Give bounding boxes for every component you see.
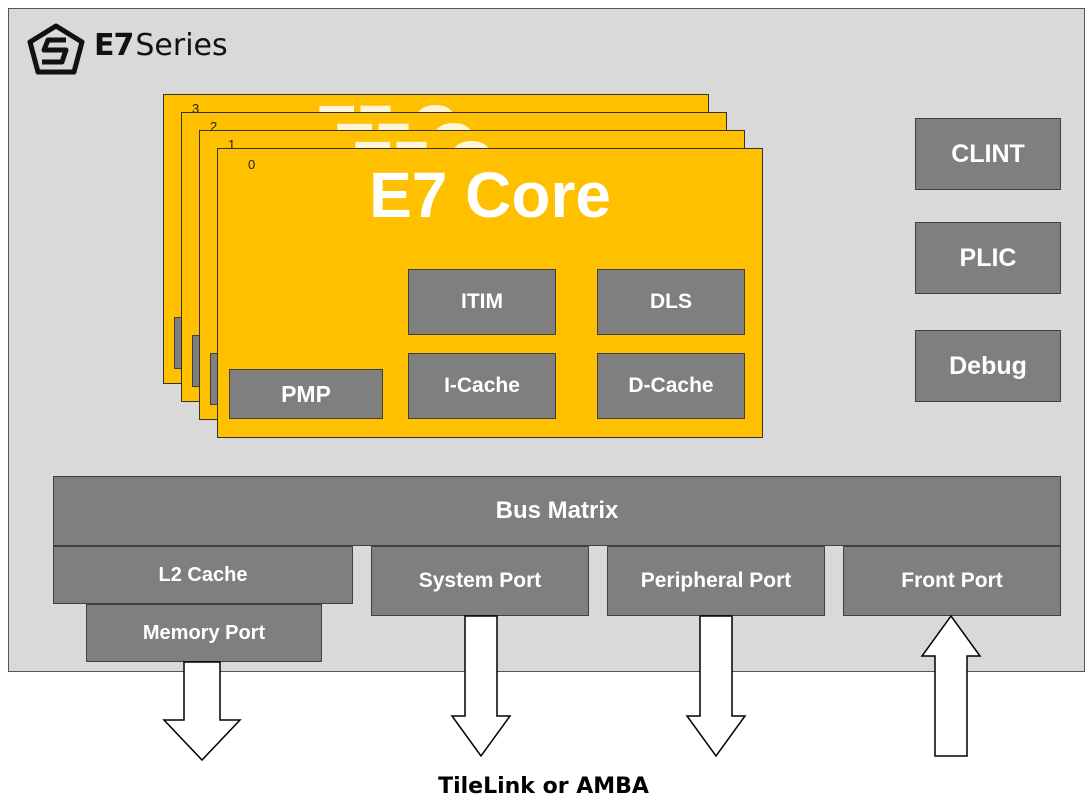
memory-port-block: Memory Port xyxy=(86,604,322,662)
pmp-block: PMP xyxy=(229,369,383,419)
core-index: 3 xyxy=(192,101,200,116)
brand-series: Series xyxy=(135,28,228,63)
front-port-block: Front Port xyxy=(843,546,1061,616)
interface-label: TileLink or AMBA xyxy=(438,774,649,799)
core-index: 1 xyxy=(228,137,236,152)
clint-block: CLINT xyxy=(915,118,1061,190)
core-index: 0 xyxy=(248,157,256,172)
memory-port-arrow-down-icon xyxy=(162,661,242,762)
system-port-block: System Port xyxy=(371,546,589,616)
peripheral-port-block: Peripheral Port xyxy=(607,546,825,616)
sifive-logo-icon xyxy=(27,23,85,75)
debug-block: Debug xyxy=(915,330,1061,402)
itim-block: ITIM xyxy=(408,269,556,335)
dcache-block: D-Cache xyxy=(597,353,745,419)
bus-matrix: Bus Matrix xyxy=(53,476,1061,546)
core-0: 0 E7 Core ITIM DLS PMP I-Cache D-Cache xyxy=(217,148,763,438)
core-title: E7 Core xyxy=(369,159,611,231)
icache-block: I-Cache xyxy=(408,353,556,419)
dls-block: DLS xyxy=(597,269,745,335)
plic-block: PLIC xyxy=(915,222,1061,294)
l2-cache-block: L2 Cache xyxy=(53,546,353,604)
brand-e7: E7 xyxy=(94,28,134,63)
core-index: 2 xyxy=(210,119,218,134)
